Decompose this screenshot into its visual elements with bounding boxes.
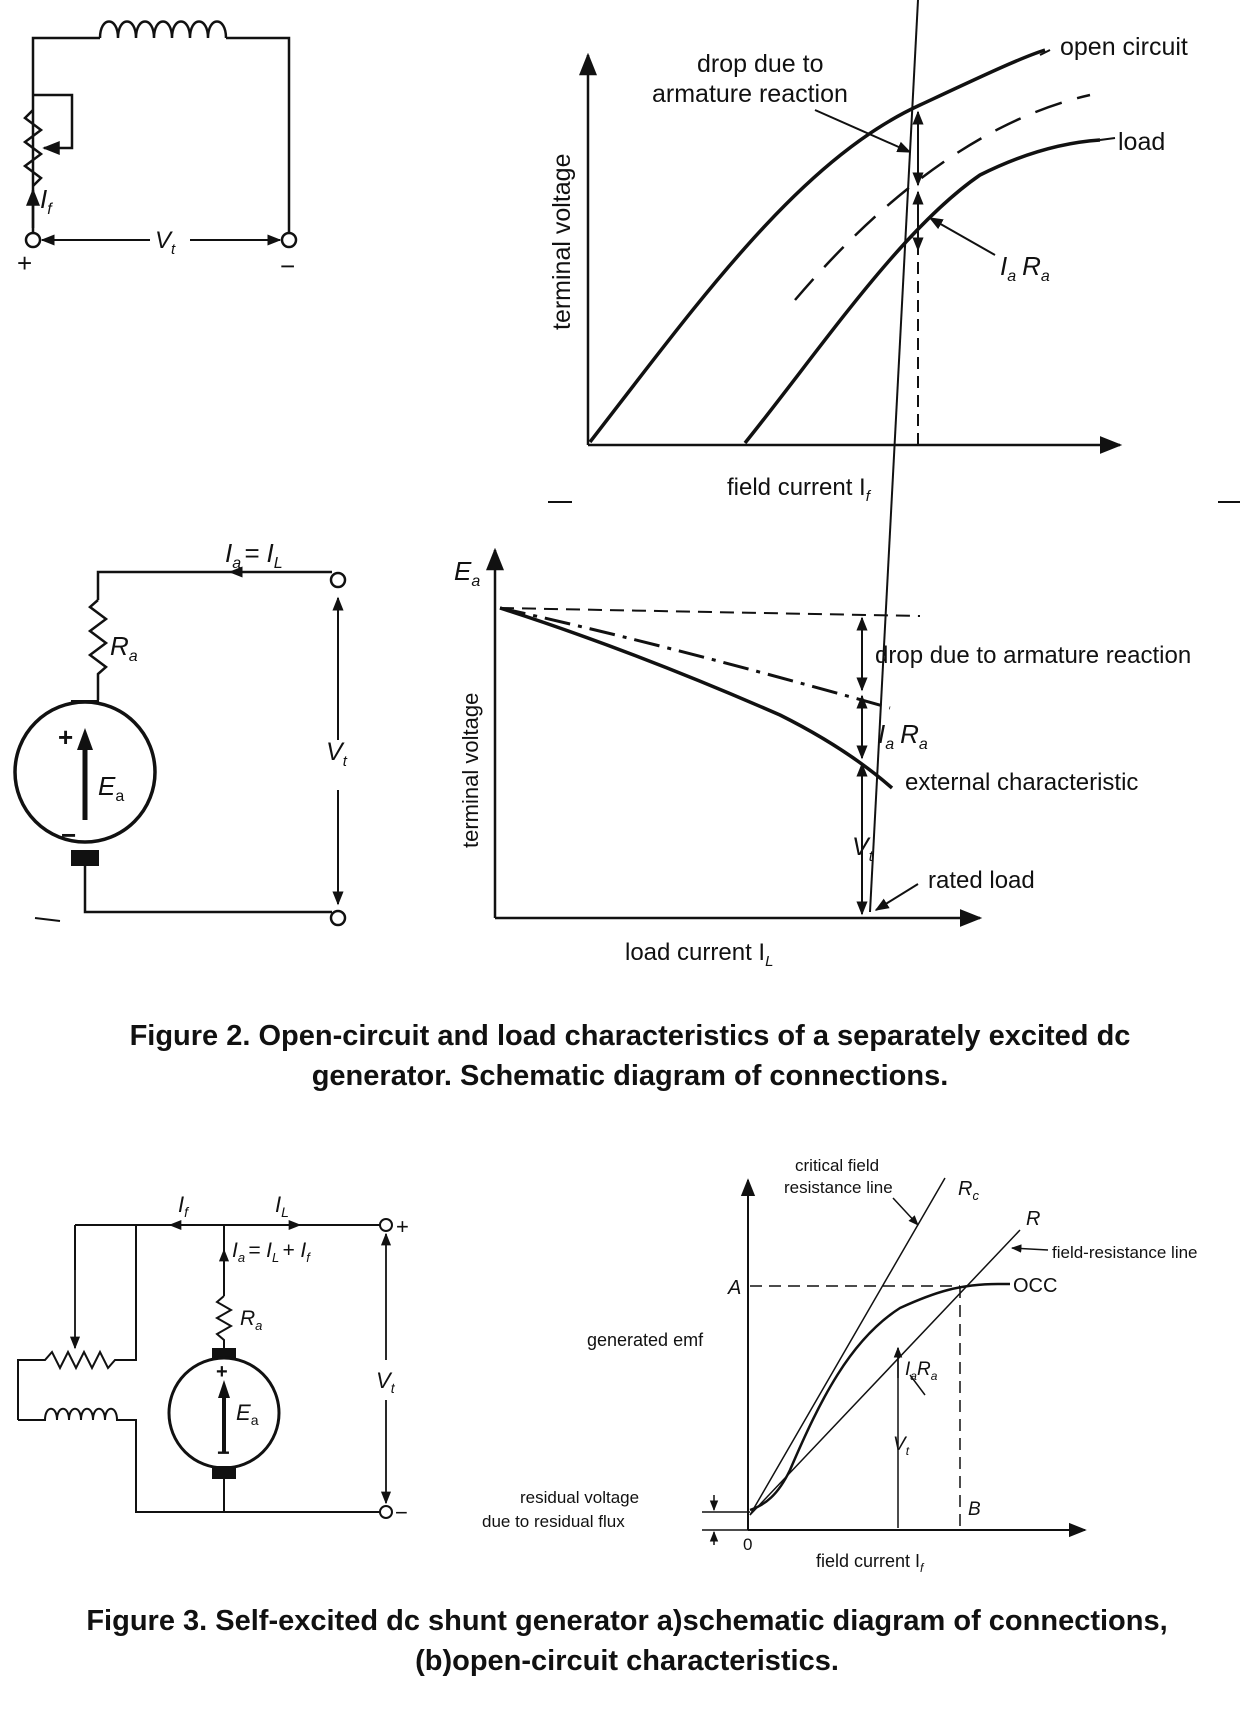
rc-label: Rc [958,1178,979,1203]
fig3-ra-label: Ra [240,1307,262,1333]
critical-label-line2: resistance line [784,1178,893,1197]
brush-bottom [71,850,99,866]
fig2-external-characteristic-graph: Ea terminal voltage load current IL drop… [454,0,1191,970]
open-circuit-label: open circuit [1060,33,1188,61]
residual-label-line1: residual voltage [520,1488,639,1507]
fig2-y-axis-label: terminal voltage [548,154,576,330]
fig3-armature-resistor [214,1295,234,1348]
external-characteristic-curve [499,606,894,790]
shunt-rheostat [17,1345,137,1420]
fig2b-y-axis-label: terminal voltage [458,693,483,848]
drop-label-line1: drop due to [697,50,824,78]
fig2b-vt-label: Vt [326,738,348,770]
figure2-caption-line1: Figure 2. Open-circuit and load characte… [130,1020,1131,1052]
fig2a-if-label: If [40,184,53,218]
fig3-terminal-plus [379,1218,393,1232]
figure3-caption-line1: Figure 3. Self-excited dc shunt generato… [86,1605,1167,1637]
fig2b-terminal-bottom [329,909,347,927]
terminal-plus [24,231,42,249]
fig3-brush-bottom [212,1466,236,1479]
fig2-load-characteristic-graph: terminal voltage field current If open c… [548,33,1188,505]
drop-armature-reaction-label: drop due to armature reaction [875,642,1191,669]
rated-load-label: rated load [928,867,1035,894]
fig2a-minus: − [280,251,295,281]
fig3-ia-equation: Ia= IL+ If [232,1239,311,1265]
armature-reaction-curve [499,606,891,710]
fig2a-vt-label: Vt [155,227,176,258]
fig3-occ-graph: critical field resistance line Rc R fiel… [482,1156,1198,1575]
figure2-caption-line2: generator. Schematic diagram of connecti… [312,1060,949,1092]
field-resistance-label: field-resistance line [1052,1243,1198,1262]
fig2b-x-axis-label: load current IL [625,939,773,970]
field-resistance-line [749,1229,1021,1516]
field-rheostat [22,109,44,187]
open-circuit-curve [588,48,1046,444]
fig3-shunt-circuit: + − If IL Ia= IL+ If Ra Ea Vt + − [17,1192,409,1525]
figure3-caption-line2: (b)open-circuit characteristics. [415,1645,839,1677]
B-label: B [968,1499,981,1520]
fig2b-plus: + [58,722,73,752]
fig2-field-circuit: If Vt + − [17,20,298,281]
occ-curve [749,1282,1010,1512]
fig3-il-label: IL [275,1192,289,1220]
fig3-terminal-minus [379,1505,393,1519]
shunt-field-coil [18,1407,380,1513]
critical-label-line1: critical field [795,1156,879,1175]
fig3-if-label: If [178,1192,190,1220]
fig2-x-axis-label: field current If [727,474,872,505]
drop-label-line2: armature reaction [652,80,848,108]
ea-dashed-line [499,607,921,617]
load-curve [743,138,1101,445]
terminal-minus [280,231,298,249]
fig3-iara-label: IaRa [905,1359,938,1383]
generated-emf-label: generated emf [587,1330,704,1350]
intermediate-dashed-curve [794,93,1091,301]
external-characteristic-label: external characteristic [905,769,1138,796]
fig3-vt-label: Vt [376,1368,396,1396]
fig2b-vt-graph-label: Vt [852,833,874,865]
fig3-plus: + [396,1214,409,1239]
fig2b-ra-label: Ra [110,631,138,665]
fig2a-plus: + [17,248,32,278]
fig2b-ia-label: Ia= IL [225,538,283,572]
critical-resistance-line [749,1177,946,1516]
fig3-minus: − [395,1500,408,1525]
occ-label: OCC [1013,1275,1057,1297]
fig3-armature-plus: + [216,1361,228,1383]
field-coil [98,20,228,39]
origin-label: 0 [743,1535,752,1554]
residual-label-line2: due to residual flux [482,1512,625,1531]
fig3-ea-label: Ea [236,1400,259,1428]
fig3-x-axis-label: field current If [816,1551,925,1575]
fig3-armature-minus: − [217,1440,230,1465]
fig2-armature-circuit: Ia= IL Ra Ea Vt + − [13,538,348,927]
fig3-vt-graph-label: Vt [893,1434,910,1458]
r-label: R [1026,1208,1040,1230]
fig2b-minus: − [61,820,76,850]
fig2b-terminal-top [329,571,347,589]
load-label: load [1118,128,1165,156]
fig2-ea-label: Ea [454,556,480,590]
A-label: A [727,1277,741,1299]
armature-resistor [87,599,109,700]
fig2b-ea-label: Ea [98,771,124,805]
